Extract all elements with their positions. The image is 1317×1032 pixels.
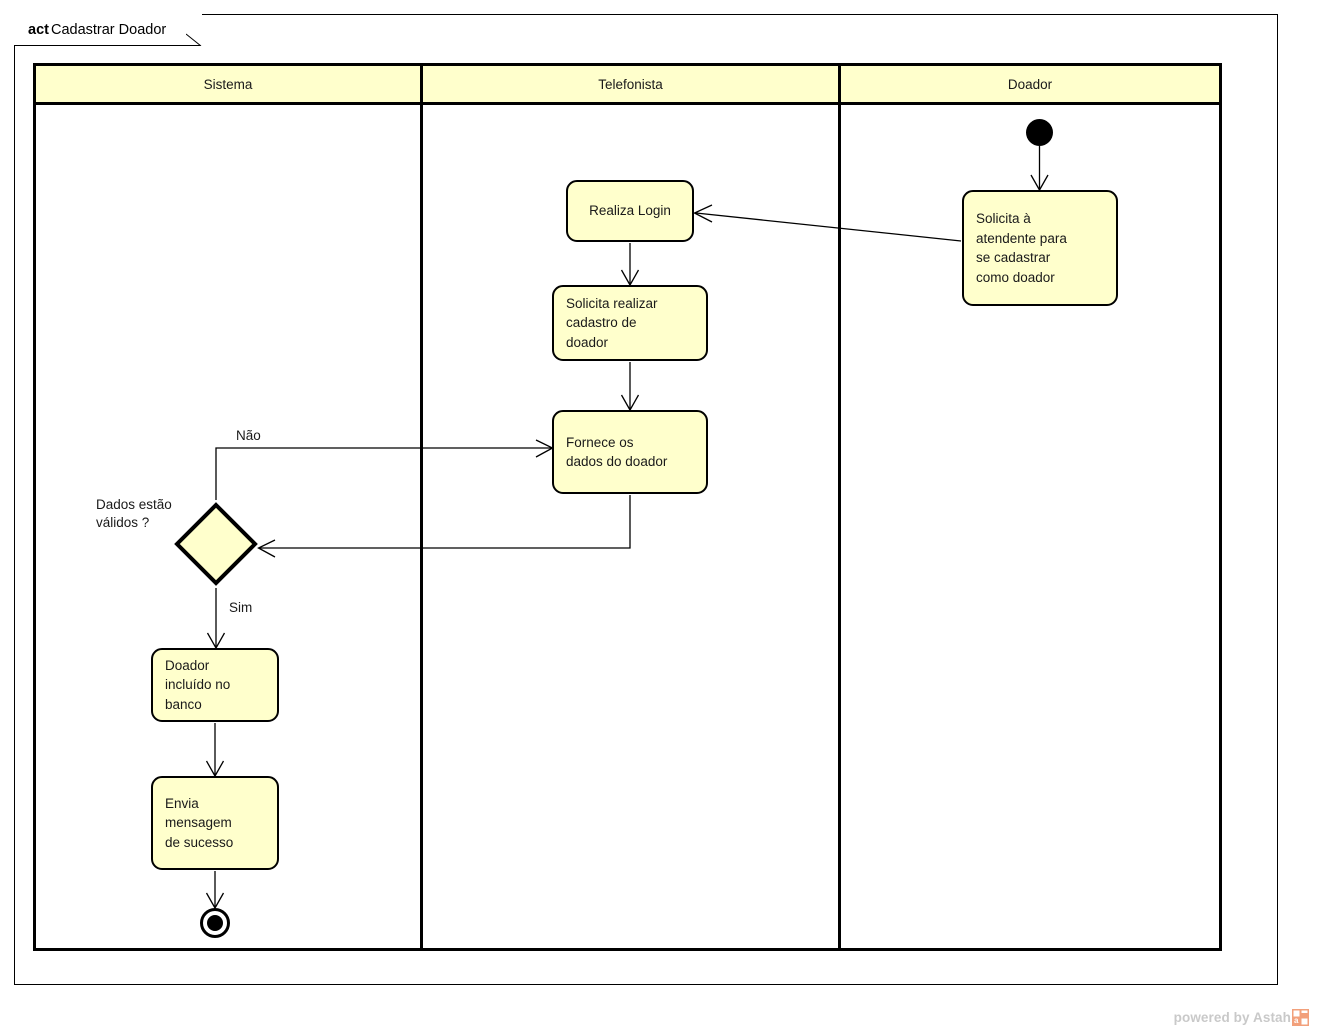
swimlane-label: Doador (1007, 76, 1053, 92)
diagram-title-keyword: act (28, 21, 49, 38)
edge-label-nao: Não (236, 428, 261, 443)
action-solicita-cadastro[interactable]: Solicita realizar cadastro de doador (552, 285, 708, 361)
swimlane-header-telefonista: Telefonista (423, 66, 838, 105)
final-node[interactable] (200, 908, 230, 938)
action-label: Envia mensagem de sucesso (165, 795, 234, 850)
action-doador-incluido[interactable]: Doador incluído no banco (151, 648, 279, 722)
astah-logo-icon: a (1292, 1009, 1309, 1026)
swimlane-label: Telefonista (598, 76, 663, 92)
action-fornece-dados[interactable]: Fornece os dados do doador (552, 410, 708, 494)
action-label: Realiza Login (589, 203, 671, 219)
action-label: Solicita à atendente para se cadastrar c… (976, 211, 1067, 285)
action-envia-mensagem[interactable]: Envia mensagem de sucesso (151, 776, 279, 870)
action-solicita-atendente[interactable]: Solicita à atendente para se cadastrar c… (962, 190, 1118, 306)
watermark-text: powered by Astah (1173, 1010, 1291, 1025)
diagram-title-tab: act Cadastrar Doador (14, 14, 200, 46)
swimlane-label: Sistema (203, 76, 253, 92)
initial-node[interactable] (1026, 119, 1053, 146)
svg-text:a: a (1294, 1016, 1299, 1025)
swimlane-divider-1 (420, 66, 423, 948)
swimlane-header-sistema: Sistema (36, 66, 420, 105)
title-tab-notch (186, 14, 202, 46)
swimlane-divider-2 (838, 66, 841, 948)
decision-node[interactable] (174, 502, 258, 586)
action-realiza-login[interactable]: Realiza Login (566, 180, 694, 242)
action-label: Fornece os dados do doador (566, 434, 668, 470)
decision-label: Dados estão válidos ? (96, 497, 172, 530)
swimlane-header-doador: Doador (841, 66, 1219, 105)
diagram-title-text: Cadastrar Doador (50, 21, 167, 38)
edge-label-sim: Sim (229, 600, 253, 615)
final-node-center (207, 915, 223, 931)
astah-watermark: powered by Astah a (1174, 1009, 1309, 1026)
action-label: Doador incluído no banco (165, 657, 231, 712)
action-label: Solicita realizar cadastro de doador (566, 295, 658, 350)
